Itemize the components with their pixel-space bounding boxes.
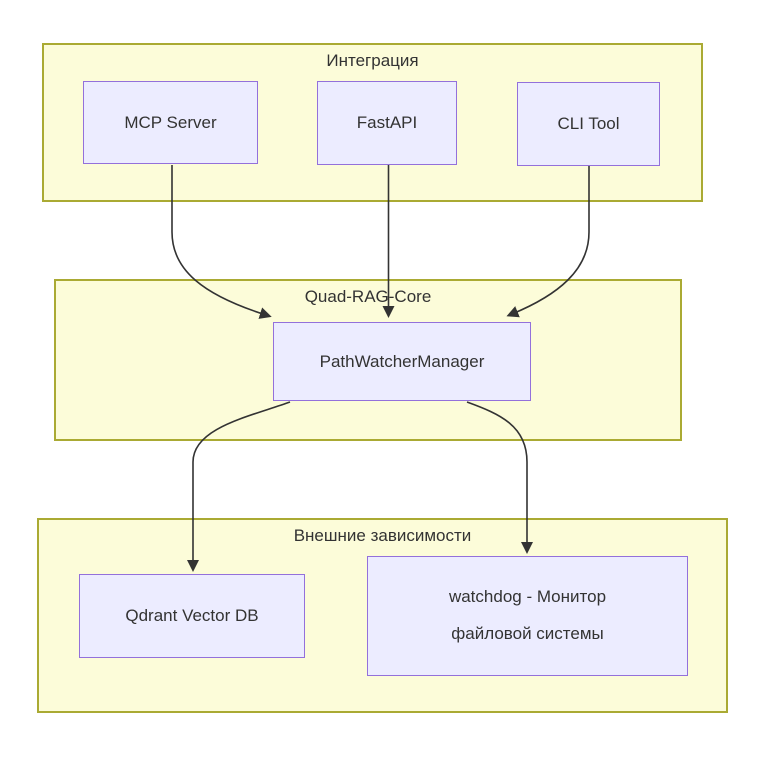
cluster-integration-title: Интеграция [326,51,419,70]
cluster-quad-rag-core-title: Quad-RAG-Core [304,287,432,306]
node-fastapi-label: FastAPI [356,113,418,132]
node-pathwatchermanager: PathWatcherManager [273,322,531,401]
node-mcp-server-label: MCP Server [124,112,217,132]
cluster-external-dependencies-title: Внешние зависимости [293,526,472,545]
node-pathwatchermanager-label: PathWatcherManager [319,351,485,371]
node-qdrant-vector-db: Qdrant Vector DB [79,574,305,658]
node-mcp-server: MCP Server [83,81,258,164]
node-qdrant-vector-db-label: Qdrant Vector DB [125,606,259,625]
node-cli-tool-label: CLI Tool [557,114,620,133]
node-fastapi: FastAPI [317,81,457,165]
node-watchdog-label: watchdog - Монитор файловой системы [448,587,607,643]
node-cli-tool: CLI Tool [517,82,660,166]
node-watchdog: watchdog - Монитор файловой системы [367,556,688,676]
